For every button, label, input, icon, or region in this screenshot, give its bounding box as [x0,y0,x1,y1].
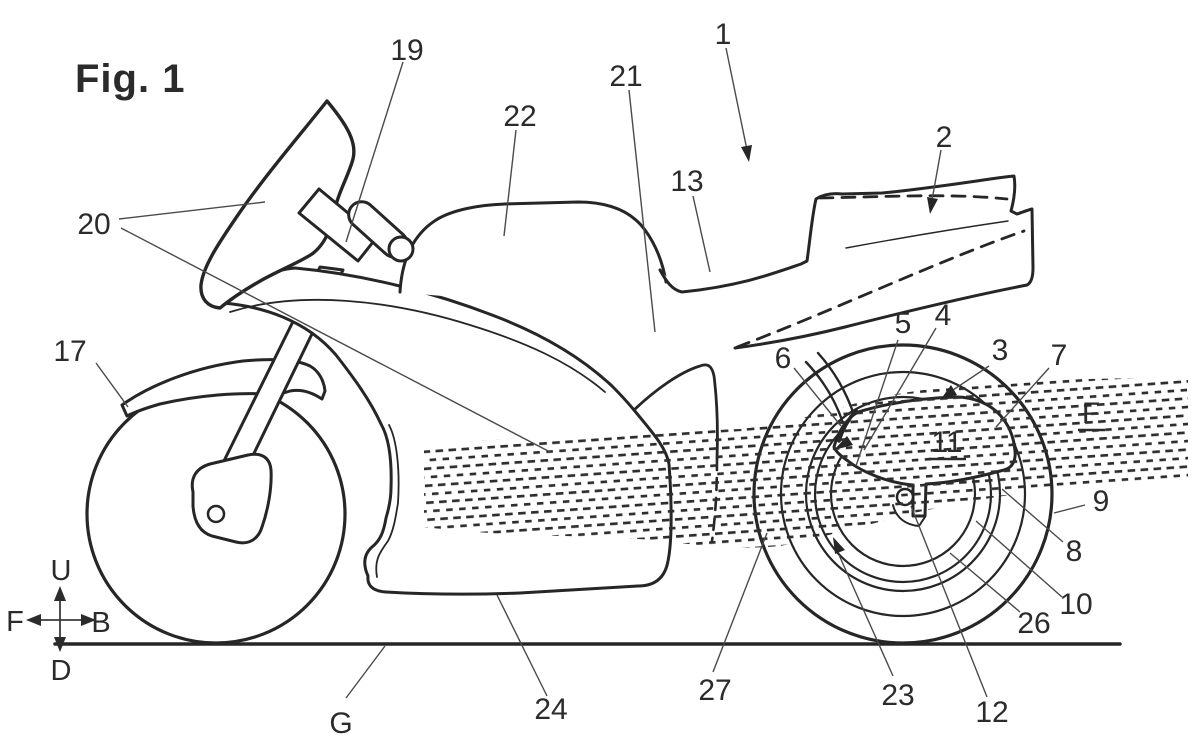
leader-8 [1001,488,1064,543]
ref-label-27: 27 [698,674,731,707]
fuel-tank-fill [400,202,666,300]
fairing-knee-arch [632,363,719,460]
ground-label: G [329,707,352,740]
ref-label-5: 5 [895,307,912,340]
leader-lines [95,47,1086,699]
ref-label-10: 10 [1059,588,1092,621]
ref-label-20: 20 [77,208,110,241]
seat-and-tail [658,174,1035,350]
leader-5 [855,339,899,467]
leader-9 [1053,504,1086,514]
compass-up-label: U [51,555,72,587]
handlebar-end [387,235,415,263]
leader-1 [725,47,748,151]
ref-label-7: 7 [1051,339,1068,372]
leader-3 [949,365,990,393]
leader-27 [712,532,768,673]
leader-2 [931,149,942,201]
compass-up-arrowhead [54,586,66,601]
air-flow-band [424,377,1188,548]
label-underlines [929,428,1105,461]
leader-20b [120,227,551,453]
ref-label-12: 12 [975,696,1008,729]
fairing-body [220,266,673,596]
flow-direction-label: F [1082,397,1100,430]
fairing-inner-edge-lines [229,298,606,578]
ref-label-21: 21 [609,60,642,93]
tail-hidden-line-lower [735,229,1026,349]
tail-hidden-line-upper [818,194,1009,201]
ref-label-23: 23 [881,679,914,712]
leader-4 [863,327,937,451]
ref-label-26: 26 [1017,607,1050,640]
figure-caption: Fig. 1 [75,57,185,101]
compass-down-label: D [51,655,72,687]
leader-26 [949,552,1021,613]
front-axle-hole [206,504,226,524]
windscreen [199,99,356,310]
arrowhead-23 [833,537,845,554]
ref-label-13: 13 [670,165,703,198]
leader-12 [910,505,988,698]
ref-label-17: 17 [53,335,86,368]
leader-22 [503,129,517,237]
leader-G [345,645,386,699]
ref-label-8: 8 [1066,535,1083,568]
ref-label-22: 22 [503,100,536,133]
ref-label-2: 2 [936,121,953,154]
leader-arrowheads [741,145,957,554]
compass-front-arrowhead [26,614,41,626]
leader-19 [345,61,404,243]
compass-front-label: F [6,606,24,638]
arrowhead-1 [741,145,752,162]
ref-label-24: 24 [534,693,567,726]
ref-label-1: 1 [715,18,732,51]
compass-back-arrowhead [81,614,96,626]
leader-23 [838,554,894,677]
leader-24 [496,594,548,697]
arrowhead-2 [927,197,938,214]
compass-back-label: B [91,607,110,639]
arrowhead-3 [941,385,957,399]
ref-label-11: 11 [931,426,962,459]
ref-label-6: 6 [775,342,792,375]
ref-label-9: 9 [1093,485,1110,518]
leader-13 [692,195,711,273]
orientation-compass: U F B D [6,555,111,687]
ref-label-4: 4 [935,299,952,332]
leader-7 [995,367,1050,428]
seat-tail-fill [660,176,1033,348]
leader-10 [975,520,1063,598]
fork-slider [190,452,273,545]
tail-crease-line [845,220,1009,249]
ref-label-19: 19 [390,34,423,67]
leader-20a [118,201,266,220]
leader-21 [628,89,656,333]
ref-label-3: 3 [992,334,1009,367]
leader-6 [793,367,842,427]
compass-down-arrowhead [54,637,66,652]
fuel-tank [398,200,668,294]
leader-17 [95,362,129,408]
